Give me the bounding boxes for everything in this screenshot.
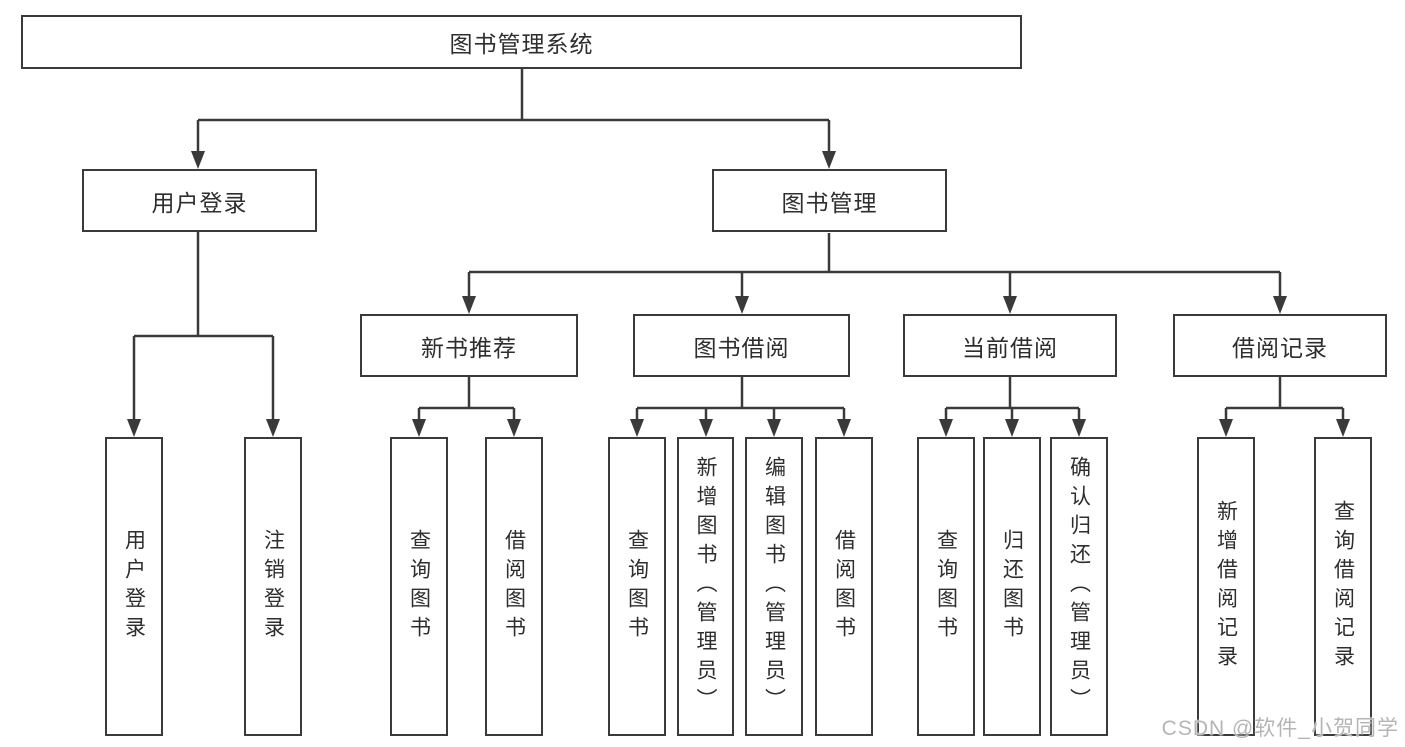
node-label: 图书借阅 — [693, 334, 790, 361]
node-new-book-recommend: 新书推荐 — [360, 314, 578, 377]
leaf-query-books-2: 查询图书 — [608, 437, 666, 736]
node-label: 当前借阅 — [962, 334, 1058, 361]
leaf-edit-books-admin: 编辑图书（管理员） — [745, 437, 803, 736]
node-label: 查询借阅记录 — [1331, 499, 1355, 674]
leaf-query-books-3: 查询图书 — [917, 437, 975, 736]
node-book-borrowing: 图书借阅 — [633, 314, 850, 377]
csdn-watermark: CSDN @软件_小贺同学 — [1161, 717, 1399, 740]
leaf-query-borrow-record: 查询借阅记录 — [1314, 437, 1372, 736]
node-book-management: 图书管理 — [712, 169, 947, 232]
node-label: 新书推荐 — [421, 334, 517, 361]
node-label: 查询图书 — [625, 528, 649, 645]
node-label: 注销登录 — [261, 528, 285, 645]
node-label: 查询图书 — [934, 528, 958, 645]
node-borrowing-records: 借阅记录 — [1173, 314, 1387, 377]
leaf-borrow-books-1: 借阅图书 — [485, 437, 543, 736]
leaf-user-login: 用户登录 — [105, 437, 163, 736]
leaf-return-books: 归还图书 — [983, 437, 1041, 736]
node-label: 借阅记录 — [1232, 334, 1328, 361]
node-library-system: 图书管理系统 — [21, 15, 1022, 69]
node-label: 借阅图书 — [832, 528, 856, 645]
node-label: 图书管理系统 — [449, 31, 594, 57]
leaf-borrow-books-2: 借阅图书 — [815, 437, 873, 736]
node-current-borrowing: 当前借阅 — [903, 314, 1117, 377]
leaf-add-borrow-record: 新增借阅记录 — [1197, 437, 1255, 736]
node-label: 用户登录 — [151, 189, 248, 216]
leaf-logout: 注销登录 — [244, 437, 302, 736]
node-label: 新增图书（管理员） — [694, 456, 717, 717]
leaf-add-books-admin: 新增图书（管理员） — [677, 437, 734, 736]
node-label: 归还图书 — [1000, 528, 1024, 645]
node-label: 查询图书 — [407, 528, 431, 645]
node-label: 用户登录 — [122, 528, 146, 645]
node-user-login-module: 用户登录 — [82, 169, 317, 232]
node-label: 图书管理 — [781, 189, 878, 216]
node-label: 新增借阅记录 — [1214, 499, 1238, 674]
leaf-confirm-return-admin: 确认归还（管理员） — [1050, 437, 1108, 736]
node-label: 编辑图书（管理员） — [762, 456, 786, 717]
node-label: 借阅图书 — [502, 528, 526, 645]
node-label: 确认归还（管理员） — [1067, 456, 1091, 717]
leaf-query-books-1: 查询图书 — [390, 437, 448, 736]
